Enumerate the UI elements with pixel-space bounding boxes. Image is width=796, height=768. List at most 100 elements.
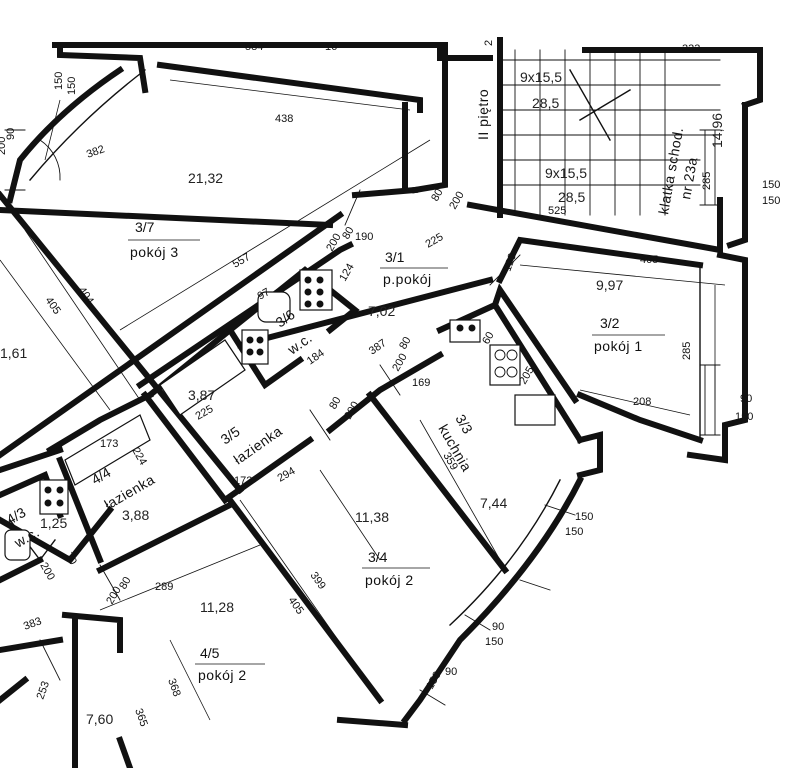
room-4-5-name: pokój 2: [198, 667, 247, 683]
dim-289: 289: [155, 581, 173, 593]
room-3-2-area: 9,97: [596, 277, 623, 293]
dim-365: 365: [132, 707, 150, 728]
room-3-7-id: 3/7: [135, 219, 155, 235]
stair-spec-bottom: 9x15,5: [545, 165, 587, 181]
room-3-1-name: p.pokój: [383, 271, 432, 287]
stair-name-line2: nr 23a: [677, 156, 700, 201]
walls: [0, 37, 763, 768]
dim-150-3: 150: [762, 195, 780, 207]
dim-333: 333: [682, 43, 700, 55]
dim-190: 190: [355, 231, 373, 243]
dim-294: 294: [276, 465, 298, 485]
room-3-4-area: 11,38: [355, 509, 389, 525]
doors: [39, 139, 521, 681]
dim-169: 169: [412, 377, 430, 389]
vent-shaft-4: [39, 479, 69, 515]
dim-225a: 225: [424, 231, 446, 251]
dim-383: 383: [22, 615, 43, 633]
room-3-4-id: 3/4: [368, 549, 388, 565]
dim-285b: 285: [681, 342, 693, 360]
dim-200-6: 200: [37, 561, 57, 583]
dim-584: 584: [245, 41, 263, 53]
dim-285a: 285: [701, 172, 713, 190]
room-3-1-area: 7,02: [368, 303, 395, 319]
stair-count-bottom: 28,5: [558, 189, 585, 205]
area-left-partial: 1,61: [0, 345, 27, 361]
stove-3-3: [489, 344, 521, 386]
dim-200-2: 200: [342, 400, 362, 422]
dim-200-1: 200: [447, 190, 467, 212]
dim-224: 224: [129, 446, 149, 468]
dim-150-9: 150: [66, 77, 78, 95]
dim-184: 184: [305, 347, 327, 367]
vent-shaft-3: [449, 319, 481, 343]
room-4-5-id: 4/5: [200, 645, 220, 661]
dim-438: 438: [275, 113, 293, 125]
windows: [4, 129, 721, 706]
stair-labels: II piętro 9x15,5 28,5 9x15,5 28,5 klatka…: [475, 69, 725, 216]
dim-124: 124: [337, 262, 357, 284]
dim-200-7: 200: [0, 137, 8, 155]
dim-405b: 405: [640, 254, 658, 266]
dim-97: 97: [256, 286, 273, 303]
dim-2: 2: [483, 40, 495, 46]
dim-253: 253: [35, 680, 53, 701]
dim-80-1: 80: [429, 187, 446, 204]
room-3-3-area: 7,44: [480, 495, 507, 511]
room-3-4-name: pokój 2: [365, 572, 414, 588]
dim-200-3: 200: [390, 352, 410, 374]
room-3-1-id: 3/1: [385, 249, 405, 265]
vent-shaft-2: [241, 329, 269, 365]
dim-150-5: 150: [575, 511, 593, 523]
dim-525: 525: [548, 205, 566, 217]
sink-3-3: [514, 394, 556, 426]
dim-80-3: 80: [397, 335, 414, 352]
area-bottom-left: 7,60: [86, 711, 113, 727]
dim-80-2: 80: [327, 395, 344, 412]
floor-label: II piętro: [475, 89, 491, 140]
dim-173: 173: [100, 438, 118, 450]
room-3-5-id: 3/5: [218, 423, 243, 447]
room-3-2-id: 3/2: [600, 315, 620, 331]
dim-150-6: 150: [565, 526, 583, 538]
dim-90-2: 90: [740, 393, 752, 405]
room-3-5-area: 3,87: [188, 387, 215, 403]
dim-150-1: 150: [53, 72, 65, 90]
stair-count-top: 28,5: [532, 95, 559, 111]
bathtub-3-5: [159, 339, 246, 416]
toilet-3-6: [257, 291, 291, 323]
stair-spec-top: 9x15,5: [520, 69, 562, 85]
dim-150-4: 150: [735, 411, 753, 423]
dim-399: 399: [308, 570, 328, 592]
dim-129: 129: [502, 252, 520, 273]
room-4-5-area: 11,28: [200, 599, 234, 615]
dim-60: 60: [480, 330, 497, 347]
dim-208: 208: [633, 396, 651, 408]
room-4-4-area: 3,88: [122, 507, 149, 523]
bathtub-4-4: [64, 414, 151, 486]
dim-405a: 405: [43, 295, 63, 317]
dim-16: 16: [325, 41, 337, 53]
dim-557: 557: [231, 251, 253, 271]
dim-90-4: 90: [445, 666, 457, 678]
toilet-4-3: [4, 529, 31, 561]
dim-90-3: 90: [492, 621, 504, 633]
dim-90-1: 90: [5, 128, 17, 140]
room-3-2-name: pokój 1: [594, 338, 643, 354]
dim-382: 382: [85, 143, 106, 161]
dim-150-7: 150: [485, 636, 503, 648]
dim-150-2: 150: [762, 179, 780, 191]
dimension-numbers: 584 16 2 333 438 382 557 404 405 190 225…: [0, 40, 780, 728]
dimension-lines: [0, 79, 726, 721]
dim-80-4: 80: [340, 225, 357, 242]
room-3-7-area: 21,32: [188, 170, 223, 186]
room-3-7-name: pokój 3: [130, 244, 179, 260]
dim-368: 368: [165, 677, 183, 698]
room-4-3-area: 1,25: [40, 515, 67, 531]
dim-70-1: 70: [62, 551, 79, 568]
stair-steps: [499, 49, 721, 216]
dim-172: 172: [234, 475, 252, 487]
dim-387: 387: [367, 337, 389, 357]
fixtures: [4, 269, 556, 561]
